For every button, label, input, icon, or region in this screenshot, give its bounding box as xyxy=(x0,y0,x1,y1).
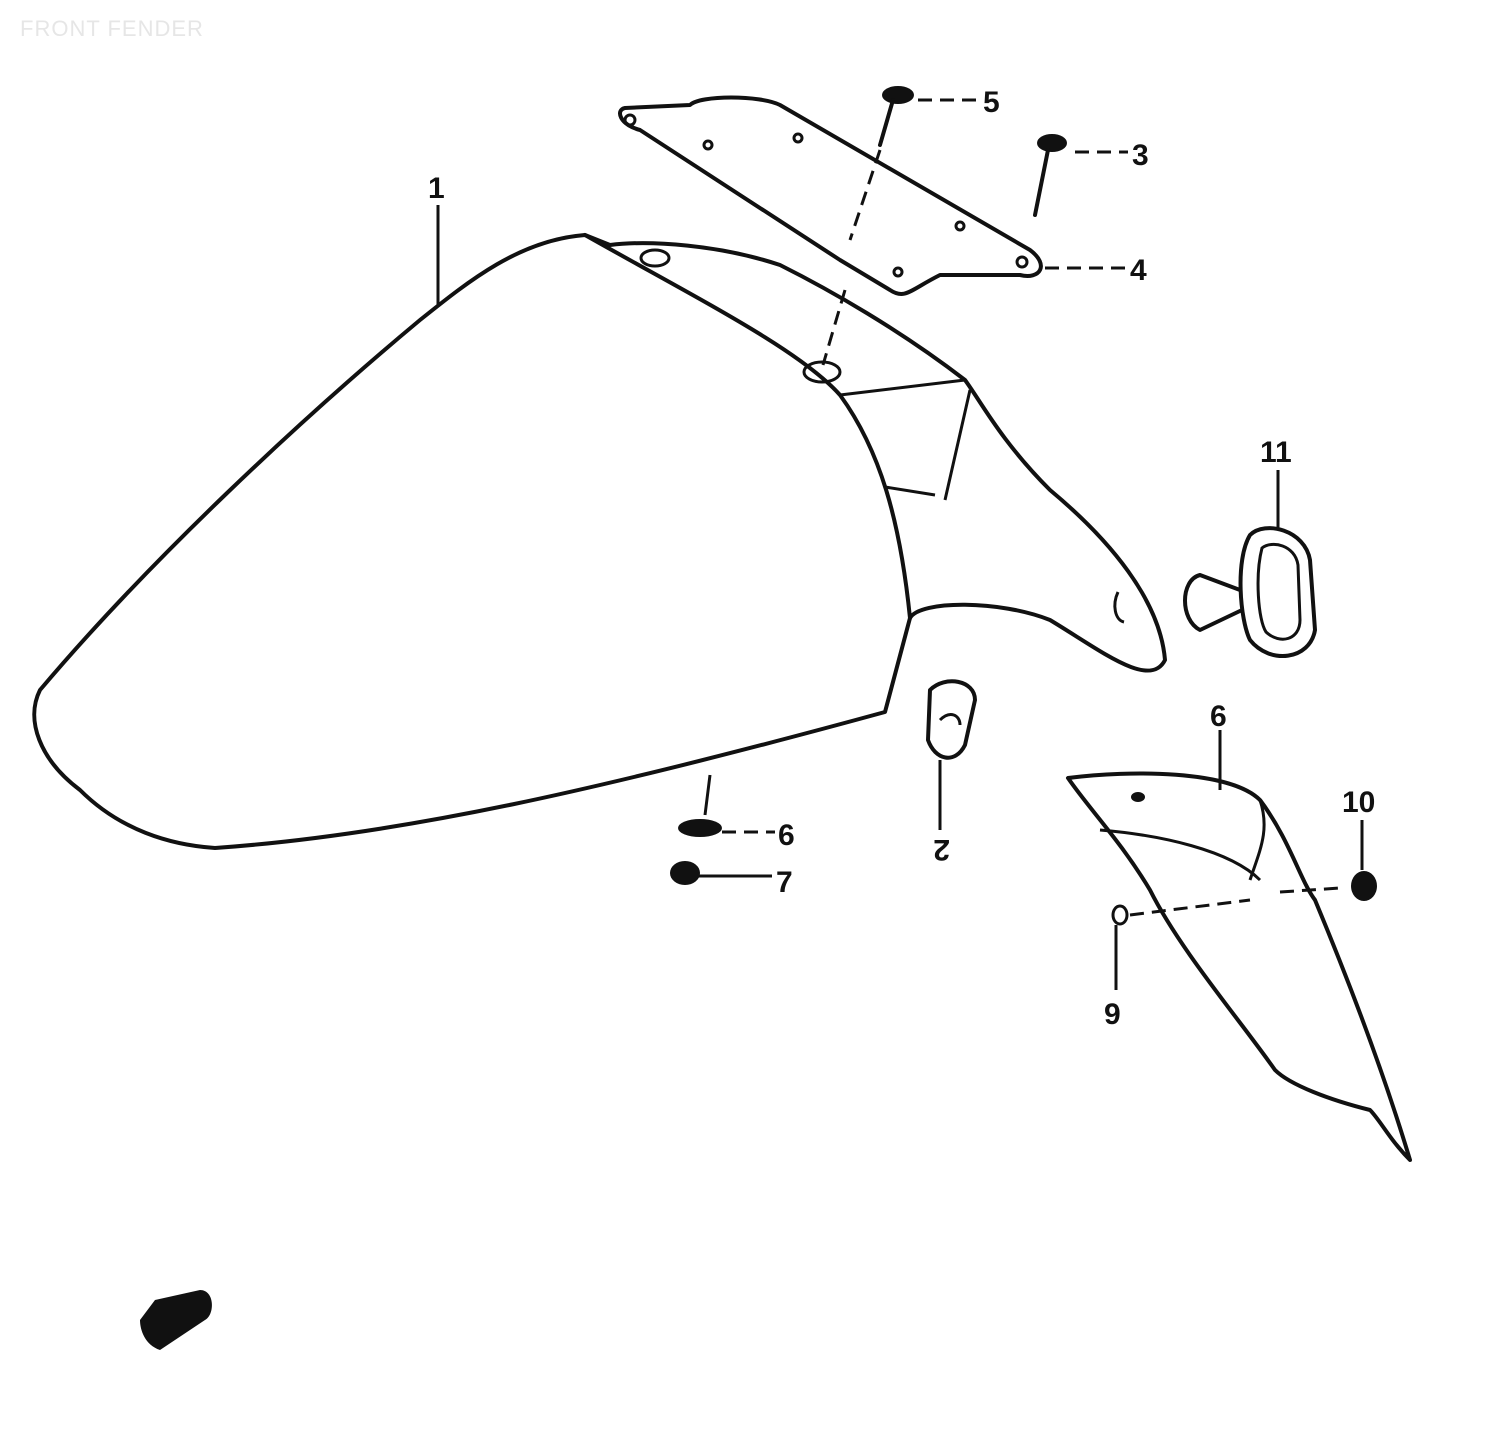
front-fender-part xyxy=(32,233,1167,850)
front-direction-arrow-icon xyxy=(140,1290,212,1350)
leader-lines xyxy=(436,98,1364,990)
diagram-title: FRONT FENDER xyxy=(20,16,204,41)
mud-flap-part xyxy=(1066,771,1412,1162)
callout-6a: 6 xyxy=(778,819,795,852)
clip-part-2 xyxy=(926,679,977,760)
callout-10: 10 xyxy=(1342,786,1375,819)
washer-part-6 xyxy=(678,819,722,837)
callout-7: 7 xyxy=(776,866,793,899)
callout-2: 2 xyxy=(933,833,950,866)
nut-part-7 xyxy=(670,861,700,885)
callout-6b: 6 xyxy=(1210,700,1227,733)
callout-9: 9 xyxy=(1104,998,1121,1031)
callout-4: 4 xyxy=(1130,254,1147,287)
grommet-part-11 xyxy=(1183,526,1317,658)
callout-1: 1 xyxy=(428,172,445,205)
callout-5: 5 xyxy=(983,86,1000,119)
screw-3 xyxy=(1033,134,1067,217)
screw-5 xyxy=(878,86,914,147)
callout-11: 11 xyxy=(1260,436,1292,469)
callout-3: 3 xyxy=(1132,139,1149,172)
bracket-part xyxy=(618,95,1043,296)
